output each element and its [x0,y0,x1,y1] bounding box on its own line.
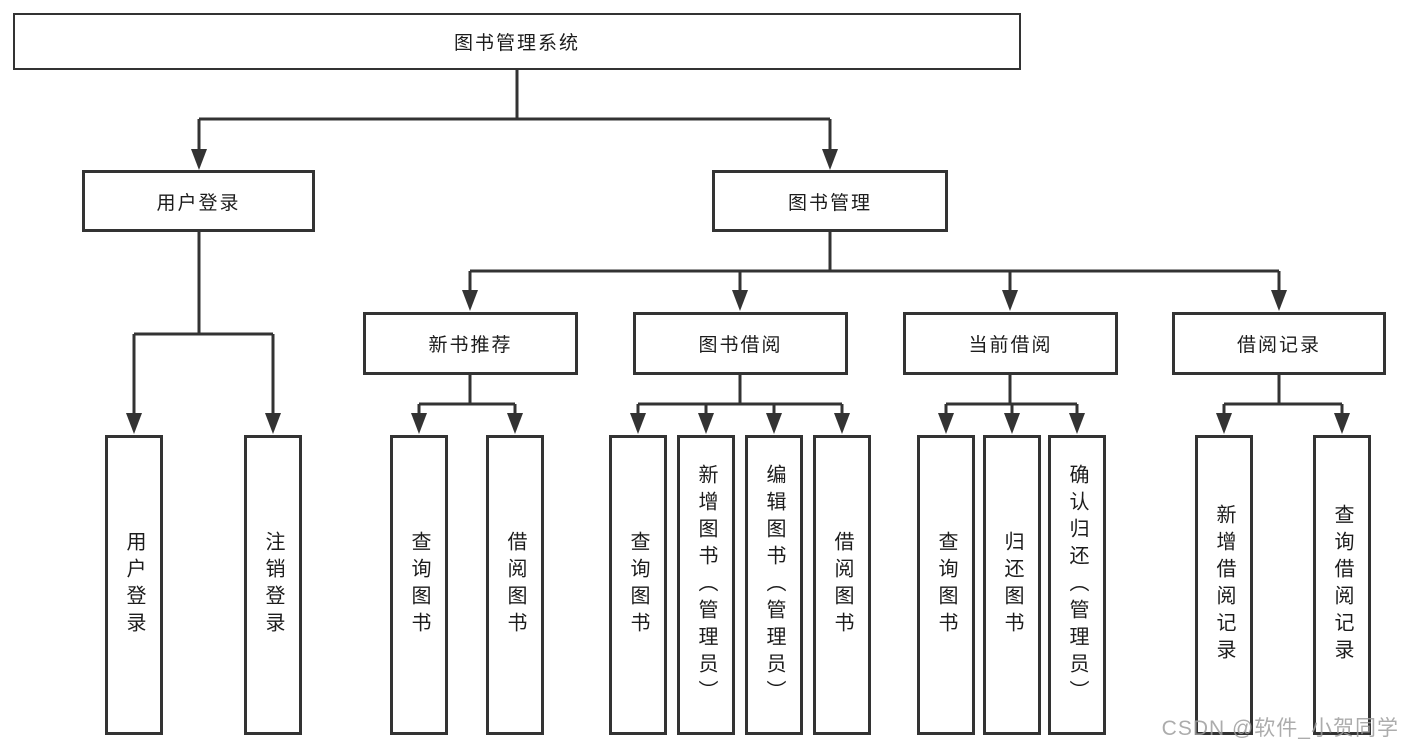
node-label: 新书推荐 [428,335,513,356]
node-label: 编辑图书（管理员） [763,463,785,707]
node-label: 图书借阅 [698,335,783,356]
leaf-query-books-recommend: 查询图书 [390,435,448,735]
node-borrowing-records: 借阅记录 [1172,312,1386,375]
node-label: 新增图书（管理员） [695,463,717,707]
leaf-query-books-borrow: 查询图书 [609,435,667,735]
node-label: 借阅图书 [504,531,526,639]
node-label: 借阅记录 [1236,335,1321,356]
leaf-query-borrow-record: 查询借阅记录 [1313,435,1371,735]
node-label: 当前借阅 [968,335,1053,356]
node-label: 用户登录 [156,192,241,214]
leaf-borrow-books-recommend: 借阅图书 [486,435,544,735]
leaf-confirm-return-admin: 确认归还（管理员） [1048,435,1106,735]
leaf-logout: 注销登录 [244,435,302,735]
leaf-edit-books-admin: 编辑图书（管理员） [745,435,803,735]
node-library-management-system: 图书管理系统 [13,13,1021,70]
node-label: 查询图书 [627,531,649,639]
node-label: 图书管理 [787,192,872,214]
node-label: 查询图书 [935,531,957,639]
leaf-user-login: 用户登录 [105,435,163,735]
node-user-login: 用户登录 [82,170,315,232]
leaf-query-books-current: 查询图书 [917,435,975,735]
node-new-book-recommendation: 新书推荐 [363,312,578,375]
node-label: 归还图书 [1001,531,1023,639]
arrowheads [126,149,1350,434]
node-label: 图书管理系统 [453,33,580,54]
node-label: 借阅图书 [831,531,853,639]
node-label: 注销登录 [262,531,284,639]
node-label: 查询图书 [408,531,430,639]
leaf-add-books-admin: 新增图书（管理员） [677,435,735,735]
node-label: 用户登录 [123,531,145,639]
leaf-return-books: 归还图书 [983,435,1041,735]
node-book-borrowing: 图书借阅 [633,312,848,375]
leaf-add-borrow-record: 新增借阅记录 [1195,435,1253,735]
node-current-borrowing: 当前借阅 [903,312,1118,375]
node-label: 确认归还（管理员） [1066,463,1088,707]
node-book-management: 图书管理 [712,170,948,232]
node-label: 查询借阅记录 [1331,504,1353,666]
leaf-borrow-books: 借阅图书 [813,435,871,735]
node-label: 新增借阅记录 [1213,504,1235,666]
